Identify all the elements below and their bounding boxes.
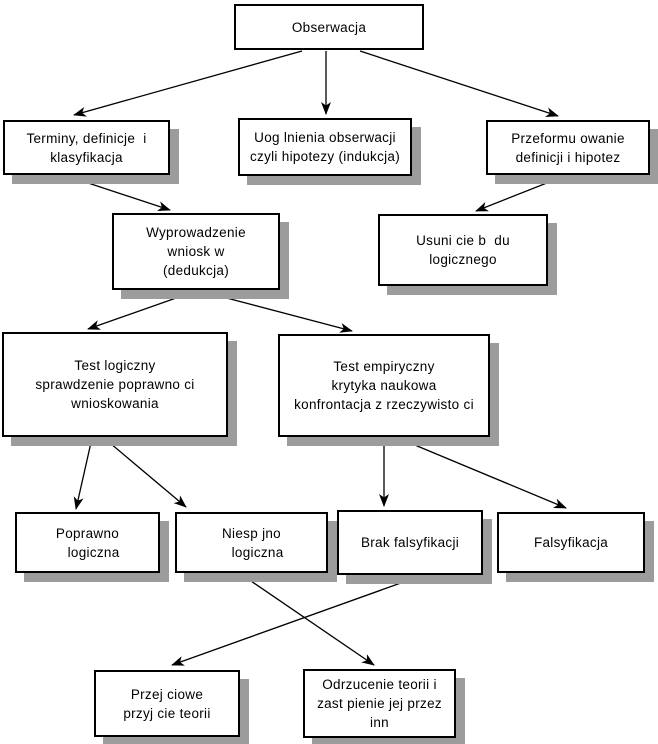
node-obserwacja-label: Obserwacja bbox=[291, 19, 367, 35]
node-uogolnienia-label: Uog lnienia obserwacji czyli hipotezy (i… bbox=[249, 130, 401, 164]
edge-test-logiczny-poprawnosc bbox=[73, 437, 93, 510]
node-test-logiczny-label: Test logiczny sprawdzenie poprawno ci wn… bbox=[35, 358, 195, 411]
node-usuniecie: Usuni cie b du logicznego bbox=[378, 214, 548, 286]
node-niespojnosc-label: Niesp jno logiczna bbox=[222, 525, 284, 560]
node-poprawnosc: Poprawno logiczna bbox=[15, 512, 160, 573]
node-niespojnosc: Niesp jno logiczna bbox=[175, 512, 328, 573]
edge-brak-przejsciowe bbox=[171, 578, 413, 666]
node-test-empiryczny: Test empiryczny krytyka naukowa konfront… bbox=[278, 334, 490, 437]
node-falsyfikacja: Falsyfikacja bbox=[497, 512, 645, 573]
node-odrzucenie: Odrzucenie teorii i zast pienie jej prze… bbox=[303, 669, 456, 738]
node-brak-falsyfikacji: Brak falsyfikacji bbox=[337, 510, 483, 575]
edge-niespojnosc-odrzucenie bbox=[247, 578, 375, 666]
node-usuniecie-label: Usuni cie b du logicznego bbox=[416, 233, 510, 267]
node-terminy-label: Terminy, definicje i klasyfikacja bbox=[26, 130, 147, 165]
node-wyprowadzenie-label: Wyprowadzenie wniosk w (dedukcja) bbox=[146, 225, 246, 278]
edge-obserwacja-terminy bbox=[73, 50, 303, 117]
node-wyprowadzenie: Wyprowadzenie wniosk w (dedukcja) bbox=[112, 213, 280, 290]
node-przeformulowanie: Przeformu owanie definicji i hipotez bbox=[486, 120, 650, 175]
node-przeformulowanie-label: Przeformu owanie definicji i hipotez bbox=[511, 130, 625, 165]
edge-obserwacja-przeformulowanie bbox=[359, 50, 559, 118]
node-terminy: Terminy, definicje i klasyfikacja bbox=[3, 120, 170, 175]
edge-wyprowadzenie-test-empiryczny bbox=[199, 290, 353, 333]
node-obserwacja: Obserwacja bbox=[234, 4, 424, 50]
edge-test-empiryczny-falsyfikacja bbox=[397, 437, 567, 509]
node-test-logiczny: Test logiczny sprawdzenie poprawno ci wn… bbox=[2, 332, 228, 437]
node-brak-falsyfikacji-label: Brak falsyfikacji bbox=[360, 535, 460, 550]
node-falsyfikacja-label: Falsyfikacja bbox=[533, 535, 609, 550]
node-odrzucenie-label: Odrzucenie teorii i zast pienie jej prze… bbox=[317, 677, 442, 730]
edge-wyprowadzenie-test-logiczny bbox=[87, 290, 197, 330]
node-uogolnienia: Uog lnienia obserwacji czyli hipotezy (i… bbox=[238, 118, 412, 176]
node-test-empiryczny-label: Test empiryczny krytyka naukowa konfront… bbox=[294, 359, 474, 412]
node-przejsciowe: Przej ciowe przyj cie teorii bbox=[94, 670, 240, 737]
edge-test-logiczny-niespojnosc bbox=[103, 437, 187, 508]
edge-przeformulowanie-usuniecie bbox=[475, 176, 563, 212]
edge-terminy-wyprowadzenie bbox=[69, 176, 171, 211]
node-poprawnosc-label: Poprawno logiczna bbox=[55, 525, 120, 560]
node-przejsciowe-label: Przej ciowe przyj cie teorii bbox=[123, 686, 211, 721]
